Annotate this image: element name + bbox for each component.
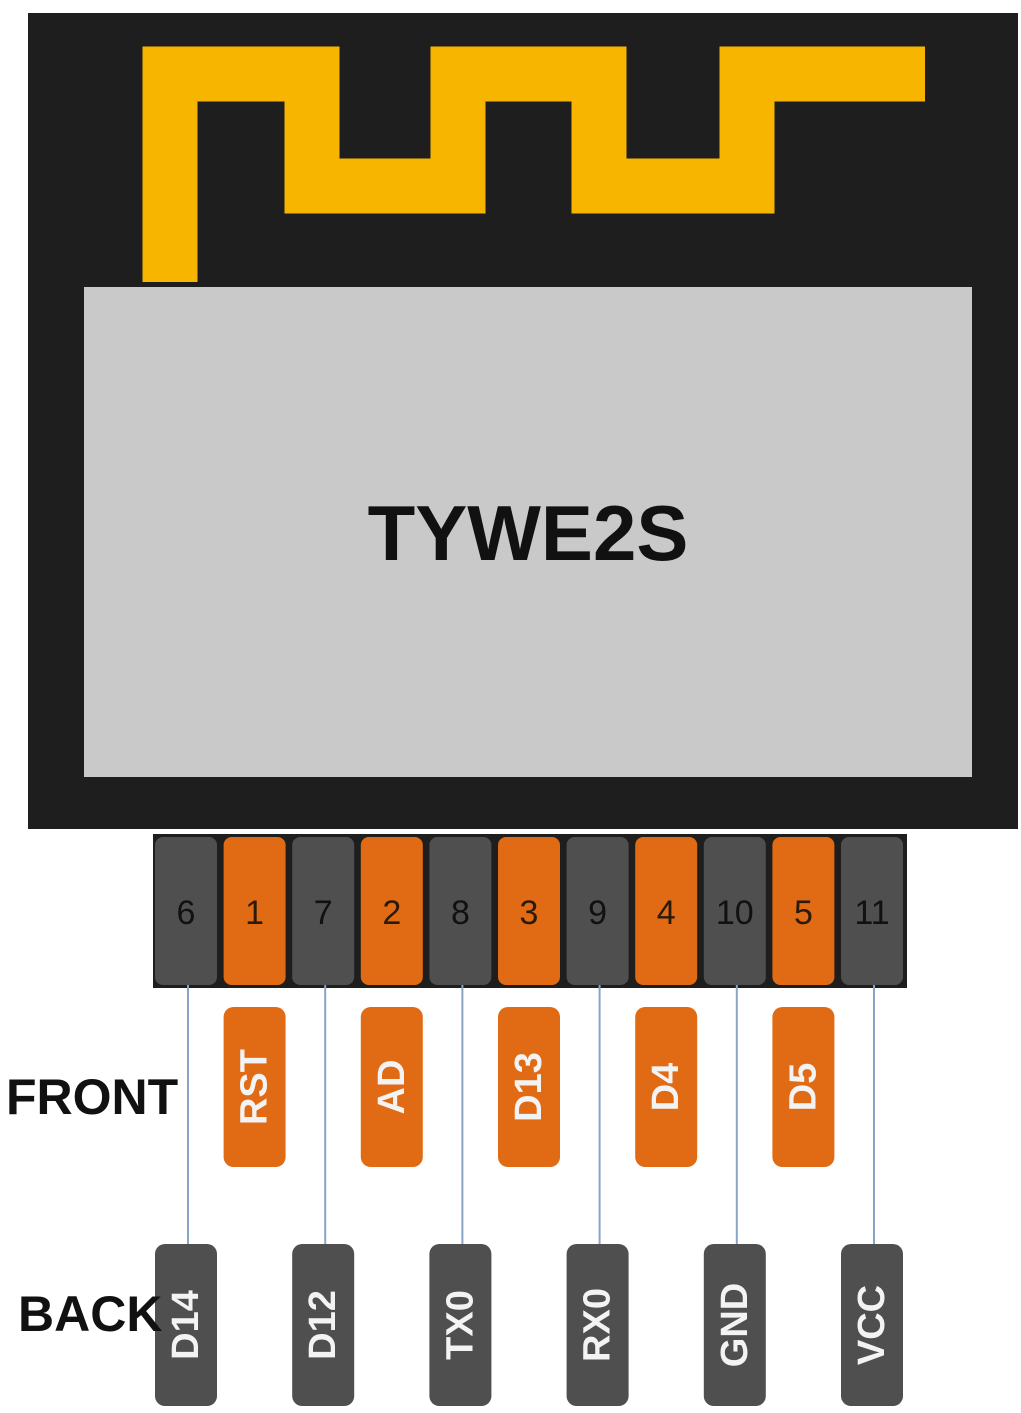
signal-tag-d12 bbox=[292, 1244, 355, 1406]
signal-tag-d13 bbox=[498, 1007, 560, 1167]
pin-pad-1 bbox=[223, 837, 286, 985]
signal-tag-ad bbox=[360, 1007, 423, 1167]
pin-pad-10 bbox=[703, 837, 766, 985]
pin-pad-11 bbox=[841, 837, 903, 985]
signal-label-rx0: RX0 bbox=[577, 1288, 619, 1362]
back-label: BACK bbox=[18, 1286, 162, 1342]
signal-label-d5: D5 bbox=[782, 1063, 824, 1112]
pin-pad-5 bbox=[772, 837, 835, 985]
pin-number-9: 9 bbox=[588, 894, 607, 932]
signal-tag-vcc bbox=[841, 1244, 903, 1406]
pin-pad-7 bbox=[292, 837, 355, 985]
pin-number-1: 1 bbox=[245, 894, 264, 932]
signal-label-d12: D12 bbox=[302, 1290, 344, 1360]
rf-shield bbox=[84, 287, 972, 777]
signal-label-d4: D4 bbox=[645, 1063, 687, 1112]
pin-pad-9 bbox=[566, 837, 629, 985]
signal-tag-d4 bbox=[635, 1007, 698, 1167]
pin-number-8: 8 bbox=[451, 894, 470, 932]
pin-pad-6 bbox=[155, 837, 217, 985]
signal-tag-gnd bbox=[703, 1244, 766, 1406]
signal-tag-rx0 bbox=[566, 1244, 629, 1406]
pin-number-11: 11 bbox=[854, 894, 889, 932]
pin-number-10: 10 bbox=[716, 894, 754, 932]
pcb-antenna-trace bbox=[142, 46, 925, 282]
front-label: FRONT bbox=[6, 1069, 178, 1125]
pin-pad-4 bbox=[635, 837, 698, 985]
pin-number-4: 4 bbox=[657, 894, 676, 932]
signal-tag-d14 bbox=[155, 1244, 217, 1406]
pin-pad-8 bbox=[429, 837, 492, 985]
pin-number-3: 3 bbox=[520, 894, 539, 932]
signal-tag-rst bbox=[223, 1007, 286, 1167]
signal-label-gnd: GND bbox=[714, 1283, 756, 1367]
signal-tag-tx0 bbox=[429, 1244, 492, 1406]
signal-tag-d5 bbox=[772, 1007, 835, 1167]
signal-label-ad: AD bbox=[371, 1060, 413, 1115]
signal-label-rst: RST bbox=[234, 1049, 276, 1125]
module-name: TYWE2S bbox=[368, 489, 689, 577]
signal-label-d14: D14 bbox=[165, 1290, 207, 1360]
signal-label-vcc: VCC bbox=[851, 1285, 893, 1365]
pin-number-2: 2 bbox=[382, 894, 401, 932]
signal-label-d13: D13 bbox=[508, 1052, 550, 1122]
signal-label-tx0: TX0 bbox=[439, 1290, 481, 1360]
pin-number-6: 6 bbox=[177, 894, 196, 932]
pin-pad-3 bbox=[498, 837, 560, 985]
pin-number-5: 5 bbox=[794, 894, 813, 932]
pin-pad-2 bbox=[360, 837, 423, 985]
pin-number-7: 7 bbox=[314, 894, 333, 932]
